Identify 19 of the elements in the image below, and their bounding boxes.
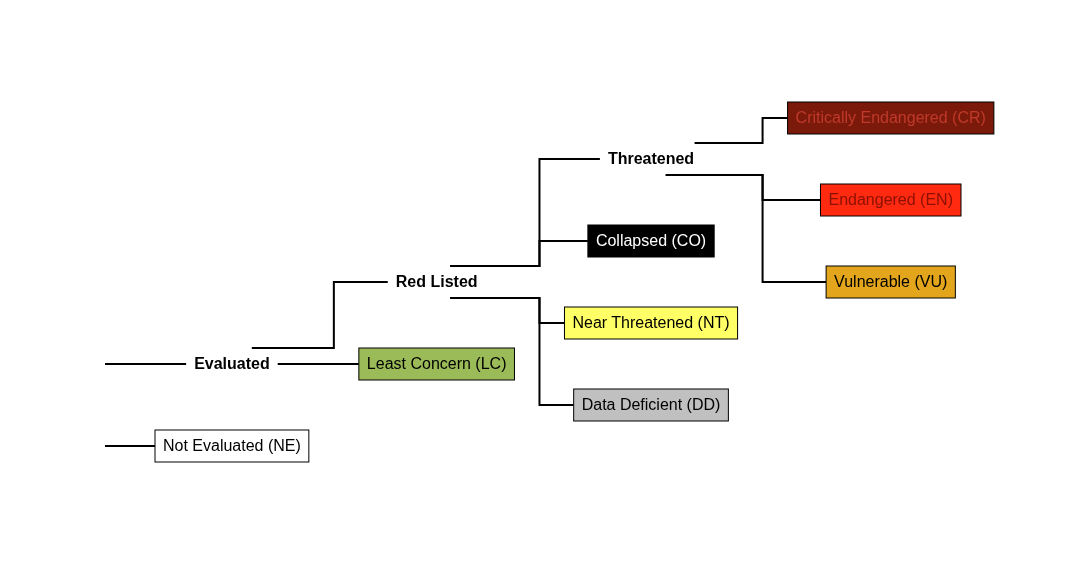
connector [250, 281, 389, 349]
node-text: Evaluated [193, 355, 270, 372]
node-text: Threatened [607, 150, 694, 167]
node-box: Vulnerable (VU) [825, 265, 956, 299]
node-box: Data Deficient (DD) [572, 388, 729, 422]
connector [103, 363, 187, 365]
node-box: Endangered (EN) [819, 183, 962, 217]
connector [448, 158, 601, 267]
connector [448, 297, 575, 406]
node-box: Near Threatened (NT) [563, 306, 738, 340]
node-box: Least Concern (LC) [357, 347, 515, 381]
connector [693, 117, 789, 144]
connector [276, 363, 360, 365]
node-box: Not Evaluated (NE) [154, 429, 309, 463]
node-box: Critically Endangered (CR) [786, 101, 994, 135]
node-text: Red Listed [395, 273, 478, 290]
connector [103, 445, 156, 447]
connector [664, 174, 827, 283]
node-box: Collapsed (CO) [586, 224, 715, 258]
